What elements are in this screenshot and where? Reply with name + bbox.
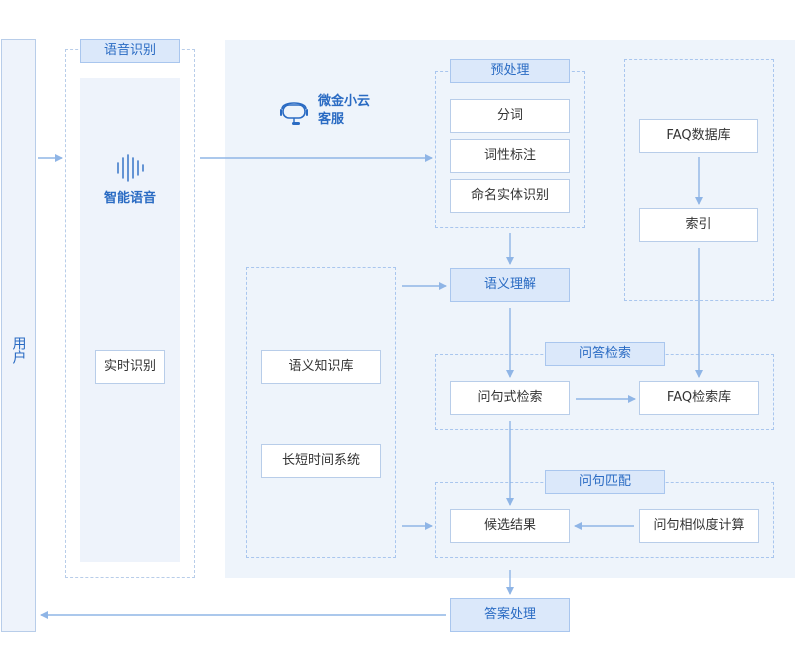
- pos-tagging-box: 词性标注: [450, 139, 570, 173]
- brand-line-2: 客服: [318, 112, 345, 127]
- headset-icon: [280, 102, 308, 125]
- similarity-calc-box: 问句相似度计算: [639, 509, 759, 543]
- user-column: [1, 39, 36, 632]
- faq-library-box: FAQ检索库: [639, 381, 759, 415]
- speech-recognition-title: 语音识别: [80, 39, 180, 63]
- qa-search-title: 问答检索: [545, 342, 665, 366]
- faq-database-box: FAQ数据库: [639, 119, 758, 153]
- ner-box: 命名实体识别: [450, 179, 570, 213]
- sound-wave-icon: [117, 154, 144, 182]
- brand-name: 微金小云 客服: [318, 93, 388, 129]
- semantic-kb-box: 语义知识库: [261, 350, 381, 384]
- memory-system-box: 长短时间系统: [261, 444, 381, 478]
- answer-processing-box: 答案处理: [450, 598, 570, 632]
- realtime-recognition-box: 实时识别: [95, 350, 165, 384]
- question-matching-title: 问句匹配: [545, 470, 665, 494]
- preprocess-title: 预处理: [450, 59, 570, 83]
- question-search-box: 问句式检索: [450, 381, 570, 415]
- semantic-understanding-box: 语义理解: [450, 268, 570, 302]
- user-label: 用户: [10, 336, 27, 364]
- tokenize-box: 分词: [450, 99, 570, 133]
- knowledge-group: [246, 267, 396, 558]
- candidate-results-box: 候选结果: [450, 509, 570, 543]
- smart-voice-label: 智能语音: [103, 191, 156, 206]
- brand-line-1: 微金小云: [318, 94, 371, 109]
- speech-recognition-panel: [80, 78, 180, 562]
- index-box: 索引: [639, 208, 758, 242]
